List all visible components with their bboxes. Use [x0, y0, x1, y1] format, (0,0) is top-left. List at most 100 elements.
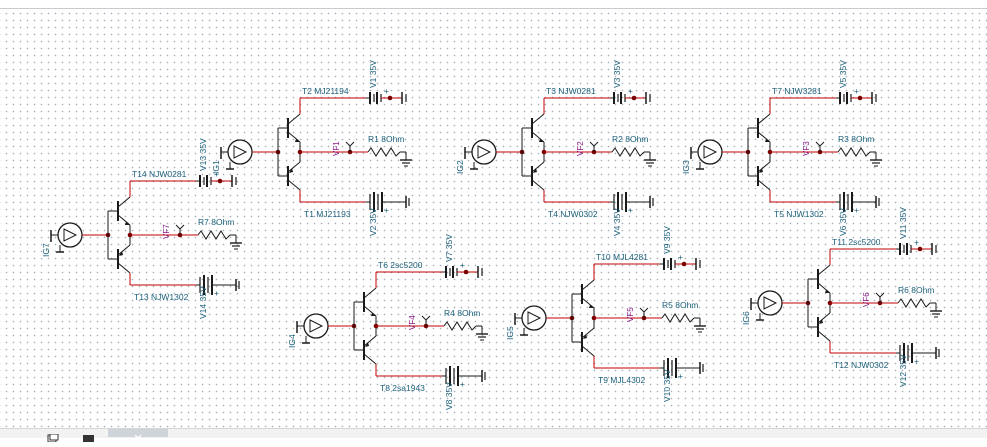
wire: [639, 307, 645, 313]
wire: [589, 141, 595, 147]
probe-label: VF2: [576, 141, 585, 156]
resistor-icon: [897, 298, 931, 308]
wire: [287, 179, 301, 191]
junction-dot: [217, 178, 223, 184]
polarity-label: +: [854, 205, 859, 215]
emitter-arrow: [765, 139, 770, 142]
battery-top-label: V11 35V: [898, 207, 908, 239]
current-source-icon: [521, 305, 547, 331]
polarity-label: +: [460, 260, 465, 270]
transistor-bottom-label: T8 2sa1943: [380, 383, 425, 393]
source-label: IG6: [741, 311, 751, 325]
junction-dot: [917, 246, 923, 252]
canvas-top-edge: [0, 0, 987, 9]
probe-label: VF5: [626, 307, 635, 322]
wire: [363, 305, 377, 317]
emitter-arrow: [589, 305, 594, 308]
transistor-top-label: T2 MJ21194: [302, 86, 349, 96]
probe-label: VF4: [408, 315, 417, 330]
amplifier-stage[interactable]: IG7 VF7 R7 8Ohm + V13 35V T14 NJW0281 + V14 35V…: [41, 138, 242, 319]
resistor-icon: [837, 147, 871, 157]
transistor-top-label: T6 2sc5200: [378, 260, 423, 270]
junction-dot: [127, 232, 133, 238]
wire: [581, 279, 595, 291]
polarity-label: +: [214, 169, 219, 179]
source-label: IG3: [681, 160, 691, 174]
battery-top-label: V13 35V: [198, 138, 208, 171]
source-label: IG5: [505, 326, 515, 340]
wire: [817, 330, 831, 342]
polarity-label: +: [914, 237, 919, 247]
wire: [287, 113, 301, 125]
probe-label: VF6: [862, 292, 871, 307]
transistor-top-label: T7 NJW3281: [772, 86, 822, 96]
wire: [287, 161, 301, 173]
emitter-arrow: [125, 222, 130, 225]
source-label: IG2: [455, 160, 465, 174]
transistor-bottom-label: T9 MJL4302: [598, 375, 646, 385]
probe-label: VF3: [802, 141, 811, 156]
arrow-icon: [763, 296, 778, 310]
resistor-icon: [443, 321, 477, 331]
battery-bottom-label: V8 35V: [444, 382, 454, 410]
emitter-arrow: [289, 168, 293, 173]
polarity-label: +: [214, 288, 219, 298]
probe-label: VF1: [332, 141, 341, 156]
wire: [117, 196, 131, 208]
transistor-bottom-label: T13 NJW1302: [134, 292, 189, 302]
wire: [345, 141, 351, 147]
transistor-bottom-label: T5 NJW1302: [774, 209, 824, 219]
wire: [757, 113, 771, 125]
battery-bottom-label: V12 35V: [898, 354, 908, 387]
battery-bottom-label: V6 35V: [838, 208, 848, 236]
source-label: IG7: [41, 243, 51, 257]
resistor-icon: [611, 147, 645, 157]
probe-label: VF7: [162, 224, 171, 239]
close-tab-button[interactable]: [108, 429, 168, 442]
schematic-drawing[interactable]: IG7 VF7 R7 8Ohm + V13 35V T14 NJW0281 + V14 35V…: [0, 0, 987, 437]
window-icon[interactable]: [82, 429, 96, 442]
resistor-label: R6 8Ohm: [898, 285, 934, 295]
emitter-arrow: [759, 168, 763, 173]
wire: [287, 131, 301, 143]
junction-dot: [681, 261, 687, 267]
wire: [581, 345, 595, 357]
wire: [581, 297, 595, 309]
junction-dot: [463, 269, 469, 275]
battery-bottom-label: V2 35V: [368, 208, 378, 236]
polarity-label: +: [678, 371, 683, 381]
current-source-icon: [471, 139, 497, 165]
wire: [179, 224, 185, 230]
battery-bottom-label: V14 35V: [198, 286, 208, 319]
wire: [531, 179, 545, 191]
wire: [757, 161, 771, 173]
transistor-top-label: T14 NJW0281: [132, 169, 187, 179]
arrow-icon: [477, 145, 492, 159]
junction-dot: [857, 95, 863, 101]
resistor-label: R7 8Ohm: [198, 217, 234, 227]
source-label: IG4: [287, 334, 297, 348]
emitter-arrow: [825, 290, 830, 293]
wire: [817, 264, 831, 276]
wire: [363, 335, 377, 347]
transistor-bottom-label: T1 MJ21193: [304, 209, 351, 219]
wire: [815, 141, 821, 147]
emitter-arrow: [533, 168, 537, 173]
polarity-label: +: [628, 205, 633, 215]
current-source-icon: [697, 139, 723, 165]
resistor-label: R5 8Ohm: [662, 300, 698, 310]
emitter-arrow: [539, 139, 544, 142]
emitter-arrow: [583, 334, 587, 339]
emitter-arrow: [371, 313, 376, 316]
arrow-icon: [527, 311, 542, 325]
junction-dot: [387, 95, 393, 101]
copy-icon[interactable]: [46, 429, 60, 443]
arrow-icon: [309, 319, 324, 333]
